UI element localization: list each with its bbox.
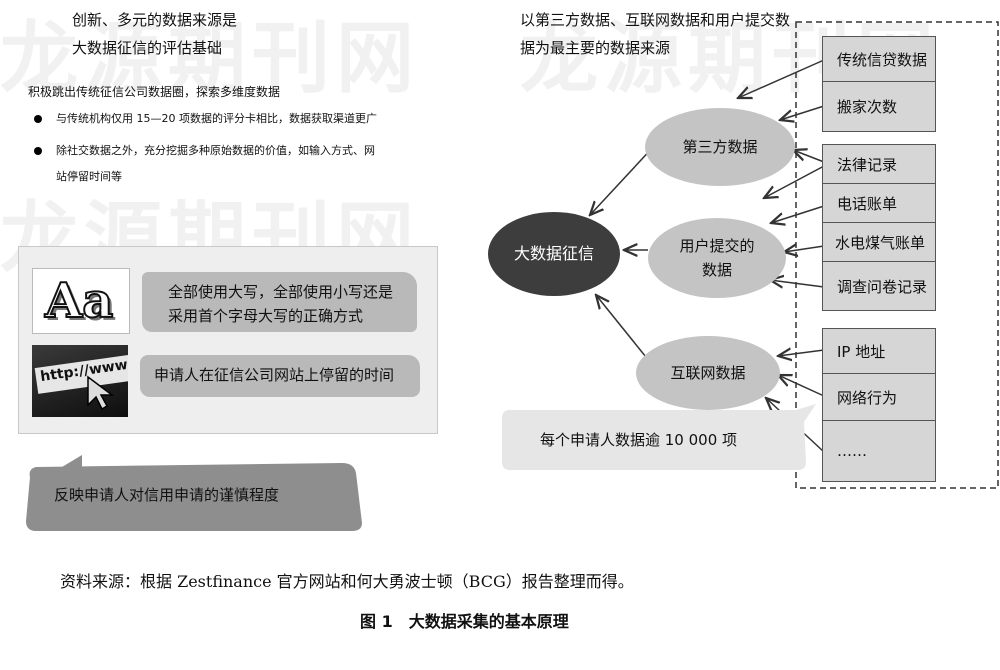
figure-caption: 图 1 大数据采集的基本原理: [360, 612, 569, 631]
right-heading-line2: 据为最主要的数据来源: [520, 39, 671, 57]
node-user-submitted: 用户提交的 数据: [648, 218, 786, 298]
box-ip-address: IP 地址: [822, 328, 936, 374]
left-heading-line1: 创新、多元的数据来源是: [72, 11, 238, 29]
bullet-1-text: 与传统机构仅用 15—20 项数据的评分卡相比，数据获取渠道更广: [56, 112, 377, 125]
callout-shape: [502, 404, 816, 470]
source-note: 资料来源：根据 Zestfinance 官方网站和何大勇波士顿（BCG）报告整理…: [60, 572, 634, 591]
box-online-behavior: 网络行为: [822, 373, 936, 421]
cursor-arrow-icon: [87, 375, 115, 411]
bullet-dot-1: [34, 115, 42, 123]
node-user-line2: 数据: [701, 261, 732, 279]
bubble-capitalization-line2: 采用首个字母大写的正确方式: [168, 307, 364, 325]
bubble-stay-time: 申请人在征信公司网站上停留的时间: [140, 355, 420, 397]
box-ellipsis: ……: [822, 420, 936, 482]
right-heading-line1: 以第三方数据、互联网数据和用户提交数: [520, 11, 791, 29]
bubble-caution-text: 反映申请人对信用申请的谨慎程度: [54, 486, 280, 504]
left-heading-line2: 大数据征信的评估基础: [72, 39, 223, 57]
bubble-caution-shape: [26, 455, 362, 531]
bubble-capitalization: 全部使用大写，全部使用小写还是 采用首个字母大写的正确方式: [142, 272, 417, 332]
bullet-2-text: 除社交数据之外，充分挖掘多种原始数据的价值，如输入方式、网 站停留时间等: [56, 138, 375, 190]
watermark-row-1: 龙源期刊网: [0, 14, 421, 104]
center-node-bigdata-credit: 大数据征信: [488, 212, 620, 296]
left-heading: 创新、多元的数据来源是 大数据征信的评估基础: [72, 6, 237, 62]
node-third-party: 第三方数据: [645, 108, 795, 186]
box-traditional-credit: 传统信贷数据: [822, 36, 936, 82]
bullet-dot-2: [34, 147, 42, 155]
node-internet: 互联网数据: [636, 336, 780, 410]
box-survey-records: 调查问卷记录: [822, 261, 936, 311]
callout-text: 每个申请人数据逾 10 000 项: [540, 431, 738, 449]
url-image: http://www: [32, 345, 128, 417]
node-user-line1: 用户提交的: [679, 237, 755, 255]
bullet-2-line1: 除社交数据之外，充分挖掘多种原始数据的价值，如输入方式、网: [56, 144, 375, 157]
box-legal-records: 法律记录: [822, 144, 936, 184]
typography-image: Aa: [32, 268, 130, 334]
typography-aa: Aa: [44, 272, 114, 330]
left-subheading: 积极跳出传统征信公司数据圈，探索多维度数据: [28, 85, 281, 99]
bullet-2-line2: 站停留时间等: [56, 170, 122, 183]
box-moving-count: 搬家次数: [822, 81, 936, 132]
box-utility-bill: 水电煤气账单: [822, 222, 936, 262]
box-phone-bill: 电话账单: [822, 183, 936, 223]
right-heading: 以第三方数据、互联网数据和用户提交数 据为最主要的数据来源: [520, 6, 790, 62]
bubble-capitalization-line1: 全部使用大写，全部使用小写还是: [168, 283, 394, 301]
